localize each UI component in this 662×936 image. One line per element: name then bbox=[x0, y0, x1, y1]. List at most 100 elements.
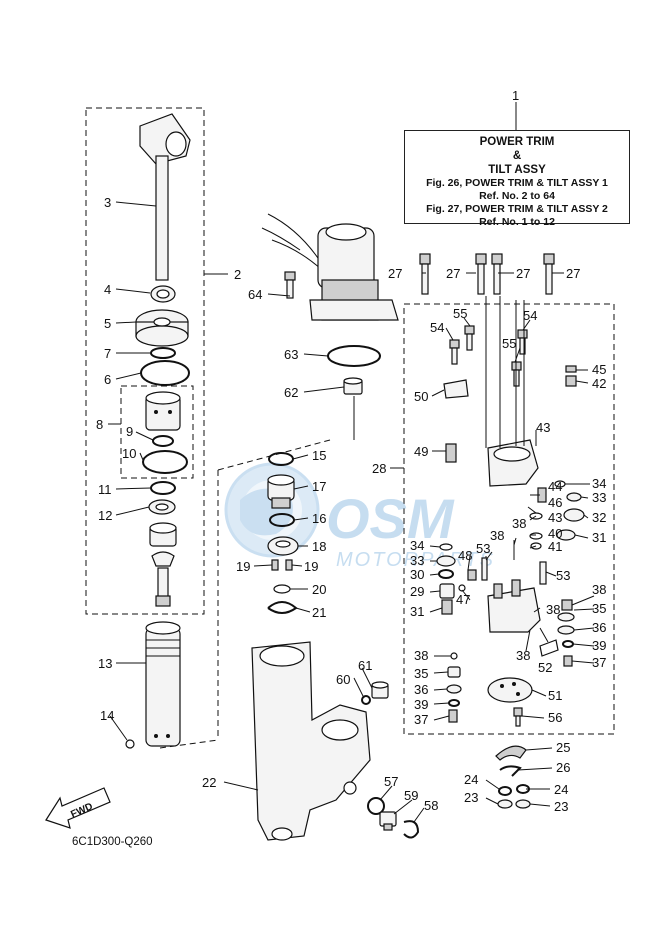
info-title-line3: TILT ASSY bbox=[488, 164, 546, 176]
callout-61: 61 bbox=[358, 658, 372, 673]
callout-54-a: 54 bbox=[430, 320, 444, 335]
info-ref-line3: Fig. 27, POWER TRIM & TILT ASSY 2 bbox=[426, 203, 608, 215]
part-21-circlip bbox=[267, 601, 298, 614]
callout-31-left: 31 bbox=[410, 604, 424, 619]
callout-28: 28 bbox=[372, 461, 386, 476]
callout-19-right: 19 bbox=[304, 559, 318, 574]
callout-58: 58 bbox=[424, 798, 438, 813]
part-10-o-ring bbox=[142, 450, 188, 474]
part-19-springs bbox=[271, 559, 293, 571]
callout-16: 16 bbox=[312, 511, 326, 526]
leader-lines bbox=[108, 102, 595, 823]
callout-18: 18 bbox=[312, 539, 326, 554]
callout-9: 9 bbox=[126, 424, 133, 439]
diagram-code: 6C1D300-Q260 bbox=[72, 836, 153, 848]
callout-38-b: 38 bbox=[490, 528, 504, 543]
part-5-cap bbox=[135, 309, 189, 347]
callout-10: 10 bbox=[122, 446, 136, 461]
callout-22: 22 bbox=[202, 775, 216, 790]
callout-63: 63 bbox=[284, 347, 298, 362]
callout-38-c: 38 bbox=[592, 582, 606, 597]
callout-34-right: 34 bbox=[592, 476, 606, 491]
callout-33-left: 33 bbox=[410, 553, 424, 568]
callout-14: 14 bbox=[100, 708, 114, 723]
part-3-tilt-rod bbox=[139, 113, 191, 281]
info-title-line2: & bbox=[512, 150, 522, 162]
callout-numbers: 1 2 3 4 5 7 6 8 9 10 11 12 13 14 63 62 6… bbox=[96, 88, 606, 814]
motor-assembly bbox=[261, 213, 399, 321]
part-49-spring bbox=[445, 443, 457, 463]
info-ref-line4: Ref. No. 1 to 12 bbox=[479, 216, 555, 228]
callout-33-right: 33 bbox=[592, 490, 606, 505]
callout-35-right: 35 bbox=[592, 601, 606, 616]
right-small-parts bbox=[529, 480, 585, 550]
callout-52: 52 bbox=[538, 660, 552, 675]
callout-31-right: 31 bbox=[592, 530, 606, 545]
callout-55-a: 55 bbox=[453, 306, 467, 321]
fwd-arrow-icon bbox=[45, 787, 111, 829]
callout-2: 2 bbox=[234, 267, 241, 282]
part-56-screw bbox=[513, 707, 523, 727]
callout-59: 59 bbox=[404, 788, 418, 803]
part-6-o-ring bbox=[140, 360, 190, 386]
callout-27-d: 27 bbox=[566, 266, 580, 281]
callout-27-a: 27 bbox=[388, 266, 402, 281]
callout-62: 62 bbox=[284, 385, 298, 400]
callout-60: 60 bbox=[336, 672, 350, 687]
callout-8: 8 bbox=[96, 417, 103, 432]
callout-24-left: 24 bbox=[464, 772, 478, 787]
callout-41: 41 bbox=[548, 539, 562, 554]
callout-38-a: 38 bbox=[512, 516, 526, 531]
part-51-plate bbox=[487, 677, 533, 703]
group-box-2 bbox=[85, 107, 205, 615]
callout-6: 6 bbox=[104, 372, 111, 387]
callout-24-right: 24 bbox=[554, 782, 568, 797]
callout-64: 64 bbox=[248, 287, 262, 302]
part-11-o-ring bbox=[150, 481, 176, 495]
part-8-piston bbox=[145, 391, 181, 431]
part-54-55-bolts bbox=[449, 325, 528, 387]
callout-39-right: 39 bbox=[592, 638, 606, 653]
callout-32: 32 bbox=[592, 510, 606, 525]
part-60-o-ring bbox=[361, 695, 371, 705]
callout-11: 11 bbox=[98, 482, 112, 497]
info-ref-line1: Fig. 26, POWER TRIM & TILT ASSY 1 bbox=[426, 177, 608, 189]
part-45-42 bbox=[565, 365, 577, 387]
callout-13: 13 bbox=[98, 656, 112, 671]
part-20-shim bbox=[273, 584, 291, 594]
callout-55-b: 55 bbox=[502, 336, 516, 351]
callout-53-b: 53 bbox=[556, 568, 570, 583]
callout-23-right: 23 bbox=[554, 799, 568, 814]
assembly-info-box: POWER TRIM & TILT ASSY Fig. 26, POWER TR… bbox=[404, 130, 630, 228]
callout-30: 30 bbox=[410, 567, 424, 582]
part-58-circlip bbox=[403, 820, 420, 839]
callout-48: 48 bbox=[458, 548, 472, 563]
part-61-plug bbox=[371, 681, 389, 699]
callout-20: 20 bbox=[312, 582, 326, 597]
part-50-bracket bbox=[443, 379, 469, 399]
callout-35-left: 35 bbox=[414, 666, 428, 681]
callout-51: 51 bbox=[548, 688, 562, 703]
callout-38-e: 38 bbox=[516, 648, 530, 663]
info-title-line1: POWER TRIM bbox=[479, 136, 555, 148]
callout-43-mid: 43 bbox=[548, 510, 562, 525]
callout-40: 40 bbox=[548, 526, 562, 541]
callout-23-left: 23 bbox=[464, 790, 478, 805]
callout-38-f: 38 bbox=[414, 648, 428, 663]
callout-1: 1 bbox=[512, 88, 519, 103]
callout-53-a: 53 bbox=[476, 541, 490, 556]
group-link-lower bbox=[159, 439, 331, 749]
callout-7: 7 bbox=[104, 346, 111, 361]
callout-26: 26 bbox=[556, 760, 570, 775]
callout-45: 45 bbox=[592, 362, 606, 377]
group-box-8 bbox=[120, 385, 194, 479]
watermark-subtext: MOTORPARTS bbox=[336, 549, 495, 571]
callout-56: 56 bbox=[548, 710, 562, 725]
callout-34-left: 34 bbox=[410, 538, 424, 553]
part-free-piston bbox=[149, 522, 177, 607]
callout-36-right: 36 bbox=[592, 620, 606, 635]
part-7-o-ring bbox=[150, 347, 176, 359]
callout-29: 29 bbox=[410, 584, 424, 599]
part-18-valve bbox=[267, 536, 299, 556]
